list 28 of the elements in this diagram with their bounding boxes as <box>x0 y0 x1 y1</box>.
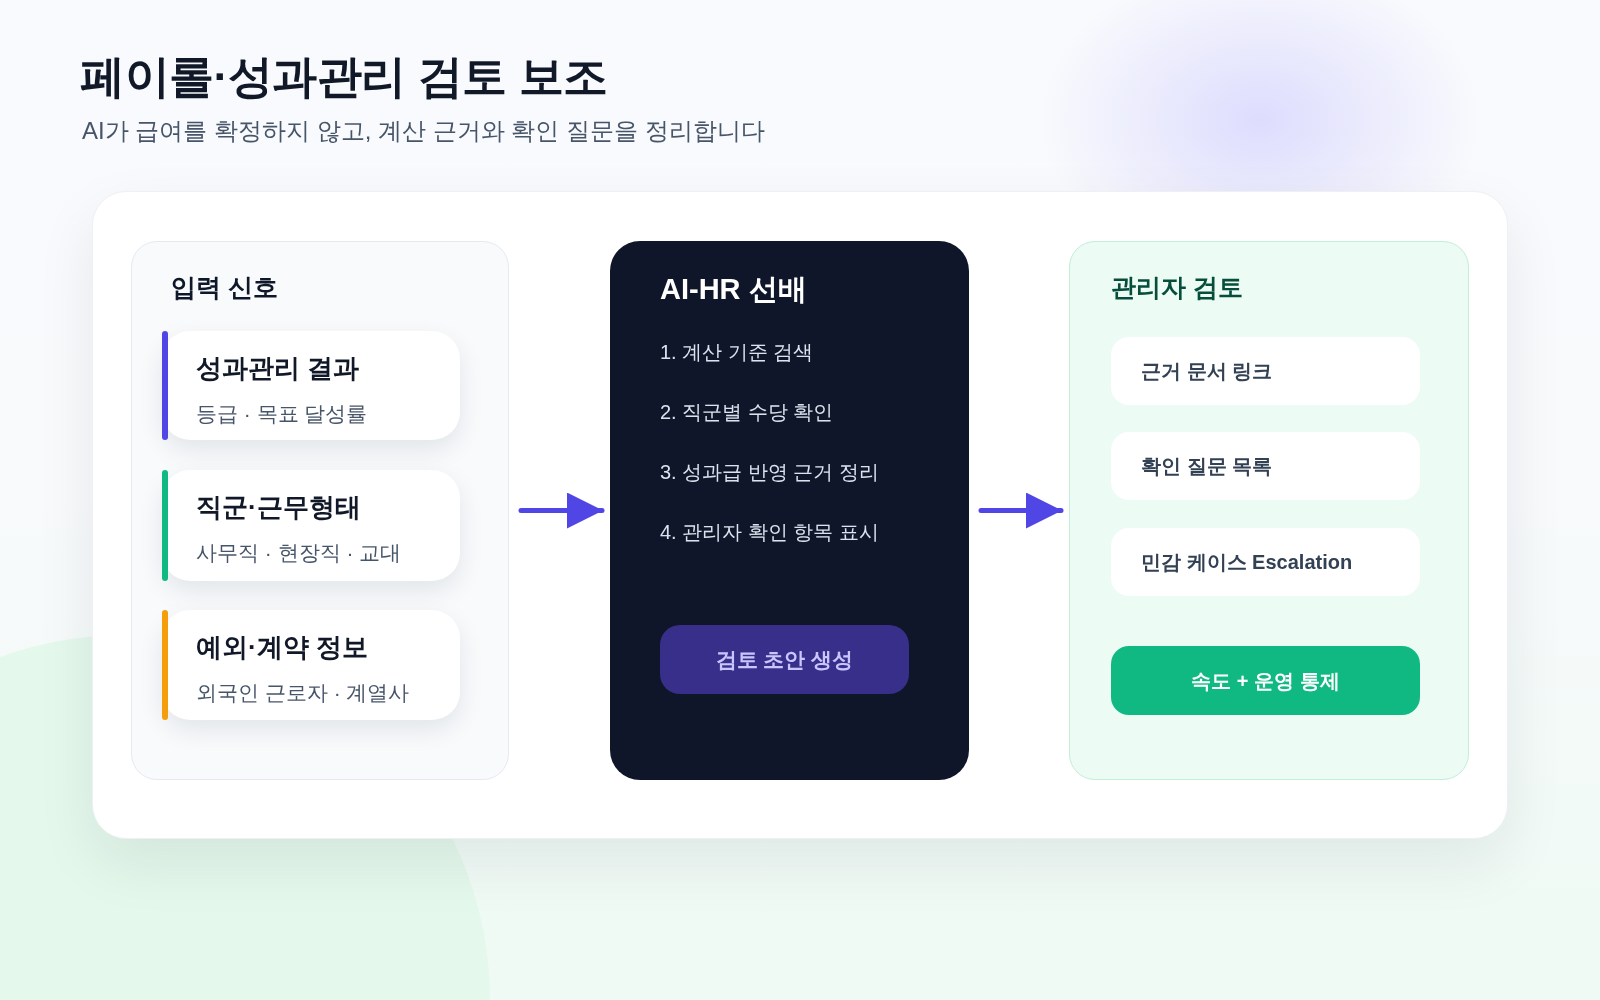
step-text: 4. 관리자 확인 항목 표시 <box>660 520 879 545</box>
signal-card <box>162 610 460 720</box>
signal-card <box>162 331 460 440</box>
arrow <box>518 492 605 529</box>
page-title: 페이롤·성과관리 검토 보조 <box>80 50 608 104</box>
process-panel <box>610 241 969 780</box>
step-text: 1. 계산 기준 검색 <box>660 340 815 365</box>
card-subtitle: 사무직 · 현장직 · 교대 <box>196 540 402 566</box>
card-subtitle: 외국인 근로자 · 계열사 <box>196 680 410 706</box>
draft-button: 검토 초안 생성 <box>660 625 909 694</box>
step-text: 3. 성과급 반영 근거 정리 <box>660 460 879 485</box>
review-item: 확인 질문 목록 <box>1111 432 1420 500</box>
review-item: 민감 케이스 Escalation <box>1111 528 1420 596</box>
signal-card <box>162 470 460 581</box>
card-title: 직군·근무형태 <box>196 491 361 524</box>
subtitle: AI가 급여를 확정하지 않고, 계산 근거와 확인 질문을 정리합니다 <box>82 116 765 146</box>
review-item: 근거 문서 링크 <box>1111 337 1420 405</box>
card-title: 예외·계약 정보 <box>196 631 368 664</box>
review-panel <box>1069 241 1469 780</box>
panel-title: AI-HR 선배 <box>660 272 807 307</box>
input-panel <box>131 241 509 780</box>
panel-title: 입력 신호 <box>171 272 278 303</box>
card-title: 성과관리 결과 <box>196 352 360 385</box>
control-button: 속도 + 운영 통제 <box>1111 646 1420 715</box>
panel-title: 관리자 검토 <box>1111 272 1243 303</box>
arrow <box>978 492 1064 529</box>
step-text: 2. 직군별 수당 확인 <box>660 400 835 425</box>
card-subtitle: 등급 · 목표 달성률 <box>196 401 368 427</box>
